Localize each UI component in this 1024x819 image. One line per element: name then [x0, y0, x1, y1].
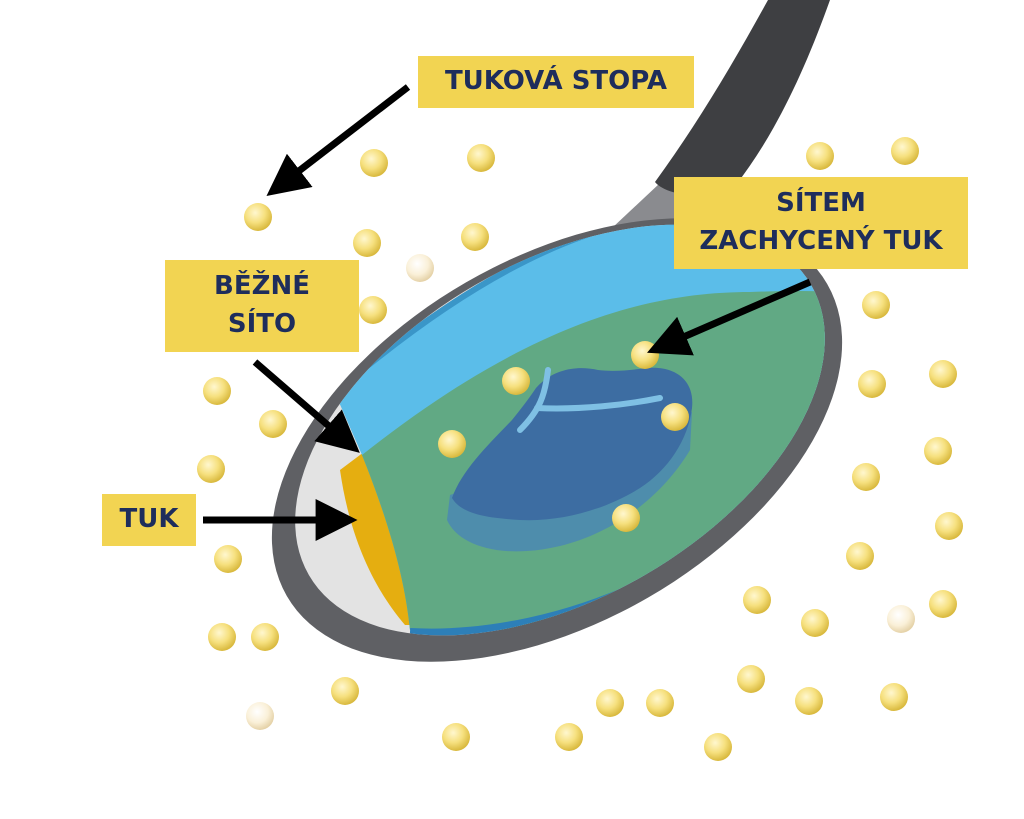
- fat-droplet-icon: [246, 702, 274, 730]
- label-regular-sieve-line1: BĚŽNÉ: [214, 271, 310, 302]
- fat-droplet-icon: [737, 665, 765, 693]
- fat-droplet-icon: [467, 144, 495, 172]
- arrow-icon: [266, 84, 411, 196]
- fat-droplet-icon: [360, 149, 388, 177]
- fat-droplet-icon: [208, 623, 236, 651]
- fat-droplet-icon: [887, 605, 915, 633]
- fat-droplet-icon: [806, 142, 834, 170]
- fat-droplet-icon: [852, 463, 880, 491]
- label-sieve-fat-line1: SÍTEM: [776, 188, 866, 219]
- fat-droplet-icon: [929, 360, 957, 388]
- fat-droplet-icon: [880, 683, 908, 711]
- fat-droplet-icon: [891, 137, 919, 165]
- fat-droplet-icon: [612, 504, 640, 532]
- fat-droplet-icon: [406, 254, 434, 282]
- fat-droplet-icon: [442, 723, 470, 751]
- fat-droplet-icon: [214, 545, 242, 573]
- fat-droplet-icon: [862, 291, 890, 319]
- fat-droplet-icon: [924, 437, 952, 465]
- fat-droplet-icon: [259, 410, 287, 438]
- fat-droplet-icon: [795, 687, 823, 715]
- fat-droplet-icon: [631, 341, 659, 369]
- fat-droplets: [197, 137, 963, 761]
- fat-droplet-icon: [743, 586, 771, 614]
- fat-droplet-icon: [704, 733, 732, 761]
- fat-droplet-icon: [846, 542, 874, 570]
- label-sieve-fat-line2: ZACHYCENÝ TUK: [699, 226, 943, 256]
- fat-droplet-icon: [461, 223, 489, 251]
- fat-droplet-icon: [929, 590, 957, 618]
- arrow-icon: [252, 359, 360, 453]
- fat-droplet-icon: [646, 689, 674, 717]
- arrow-icon: [647, 278, 812, 356]
- fat-droplet-icon: [661, 403, 689, 431]
- label-regular-sieve: BĚŽNÉ SÍTO: [165, 260, 359, 352]
- fat-droplet-icon: [197, 455, 225, 483]
- fat-droplet-icon: [244, 203, 272, 231]
- fat-droplet-icon: [438, 430, 466, 458]
- fat-droplet-icon: [502, 367, 530, 395]
- fat-droplet-icon: [858, 370, 886, 398]
- fat-droplet-icon: [353, 229, 381, 257]
- label-regular-sieve-line2: SÍTO: [227, 309, 297, 339]
- fat-droplet-icon: [935, 512, 963, 540]
- label-fat-trail-text: TUKOVÁ STOPA: [444, 66, 668, 97]
- label-fat-trail: TUKOVÁ STOPA: [418, 56, 694, 108]
- label-fat-text: TUK: [119, 504, 179, 535]
- fat-droplet-icon: [203, 377, 231, 405]
- fat-droplet-icon: [555, 723, 583, 751]
- label-sieve-captured-fat: SÍTEM ZACHYCENÝ TUK: [674, 177, 968, 269]
- fat-droplet-icon: [801, 609, 829, 637]
- arrows: [203, 84, 812, 541]
- label-fat: TUK: [102, 494, 196, 546]
- fat-droplet-icon: [596, 689, 624, 717]
- steak-icon: [447, 367, 693, 552]
- fat-droplet-icon: [331, 677, 359, 705]
- fat-droplet-icon: [359, 296, 387, 324]
- fat-droplet-icon: [251, 623, 279, 651]
